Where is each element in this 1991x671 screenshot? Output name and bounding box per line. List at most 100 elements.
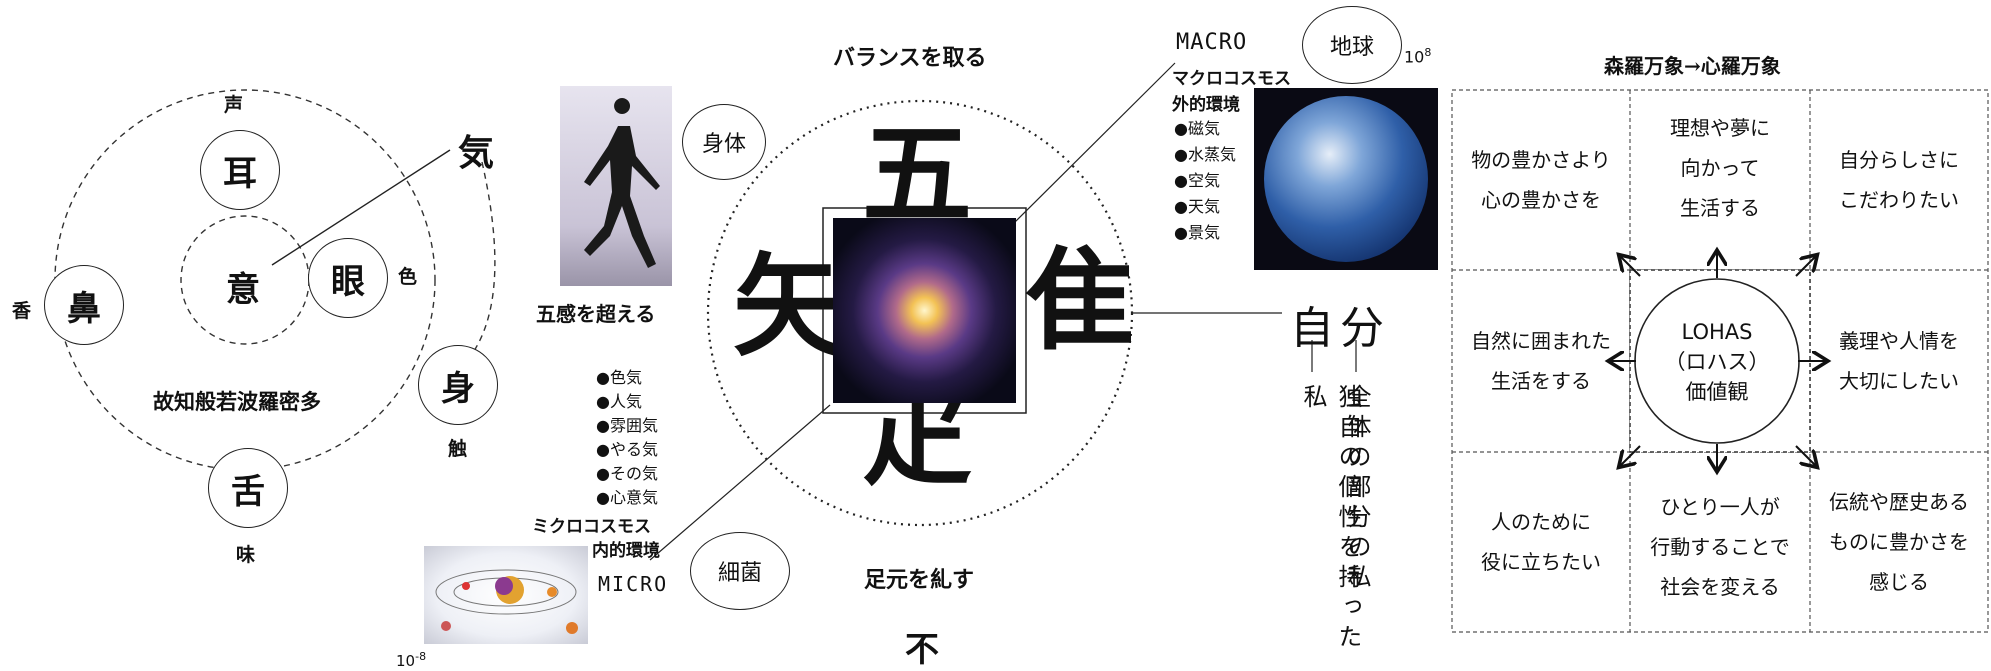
- outer-ki-item: ●磁気: [1174, 119, 1220, 138]
- cell-line: ものに豊かさを: [1829, 530, 1969, 554]
- object-color: 色: [398, 266, 418, 288]
- outer-ki-item: ●天気: [1174, 197, 1220, 216]
- macro-en-label: MACRO: [1176, 30, 1248, 55]
- sense-tongue-label: 舌: [231, 471, 265, 512]
- bubble-body-label: 身体: [701, 132, 746, 157]
- inner-ki-list: ●色気 ●人気 ●雰囲気 ●やる気 ●その気 ●心意気: [596, 366, 658, 510]
- cell-bot-right: 伝統や歴史あるものに豊かさを感じる: [1810, 452, 1988, 632]
- inner-ki-item: ●その気: [596, 464, 658, 483]
- cell-line: 生活する: [1680, 196, 1760, 220]
- inner-ki-item: ●人気: [596, 392, 642, 411]
- outer-ki-item: ●水蒸気: [1174, 145, 1236, 164]
- cell-line: こだわりたい: [1839, 188, 1959, 212]
- cell-bot-left: 人のために役に立ちたい: [1452, 452, 1630, 632]
- lohas-label: LOHAS （ロハス） 価値観: [1640, 300, 1794, 424]
- outer-ki-item: ●空気: [1174, 171, 1220, 190]
- walking-figure-icon: [584, 98, 660, 268]
- macro-jp-label: マクロコスモス: [1172, 69, 1291, 89]
- lohas-arrows: [1610, 252, 1826, 470]
- bubble-earth-label: 地球: [1329, 35, 1374, 60]
- bubble-bacteria: 細菌: [690, 532, 790, 610]
- cell-mid-left: 自然に囲まれた生活をする: [1452, 270, 1630, 452]
- cell-line: ひとり一人が: [1660, 495, 1780, 519]
- cell-top-left: 物の豊かさより心の豊かさを: [1452, 90, 1630, 270]
- sense-ear-label: 耳: [223, 153, 257, 194]
- micro-cosmos-image: [424, 546, 588, 644]
- grid-center-box: [1629, 269, 1811, 453]
- macro-scale: 108: [1404, 46, 1431, 66]
- object-scent: 香: [12, 300, 32, 322]
- cell-line: 役に立ちたい: [1481, 550, 1601, 574]
- bubble-body: 身体: [682, 104, 766, 180]
- sense-body-label: 身: [441, 368, 475, 409]
- micro-env-label: 内的環境: [592, 541, 660, 561]
- cell-line: 物の豊かさより: [1471, 148, 1611, 172]
- sense-eye-label: 眼: [331, 261, 365, 302]
- balance-caption: バランスを取る: [833, 45, 987, 71]
- outer-ki-list: ●磁気 ●水蒸気 ●空気 ●天気 ●景気: [1174, 116, 1236, 246]
- ki-label: 気: [458, 132, 495, 174]
- macro-env-label: 外的環境: [1172, 95, 1240, 115]
- cell-line: 伝統や歴史ある: [1829, 490, 1969, 514]
- ki-line: [271, 149, 451, 266]
- lohas-line: 価値観: [1685, 380, 1749, 404]
- sense-nose: 鼻: [44, 265, 124, 345]
- cell-line: 自然に囲まれた: [1471, 329, 1611, 353]
- bubble-bacteria-label: 細菌: [717, 561, 762, 586]
- sense-ear: 耳: [200, 130, 280, 210]
- self-whole-part: 全体の部分の私: [1343, 384, 1371, 594]
- object-voice: 声: [224, 94, 244, 116]
- cell-line: 社会を変える: [1660, 575, 1780, 599]
- macro-scale-exp: 8: [1424, 46, 1432, 59]
- micro-scale: 10-8: [396, 650, 426, 670]
- cell-line: 理想や夢に: [1670, 116, 1770, 140]
- earth-photo: [1254, 88, 1438, 270]
- cosmos-frame: [822, 207, 1027, 414]
- lohas-line: （ロハス）: [1664, 350, 1770, 374]
- macro-scale-base: 10: [1404, 47, 1425, 67]
- micro-jp-label: ミクロコスモス: [532, 517, 651, 537]
- self-title: 自分: [1290, 303, 1390, 354]
- sense-body: 身: [418, 345, 498, 425]
- cell-mid-right: 義理や人情を大切にしたい: [1810, 270, 1988, 452]
- micro-line: [649, 404, 831, 561]
- spiral-galaxy-image: [833, 218, 1016, 403]
- grid-frame: [1451, 89, 1989, 633]
- sense-eye: 眼: [308, 238, 388, 318]
- micro-scale-exp: -8: [415, 650, 427, 663]
- self-individual: 独自の個性を持った私: [1299, 384, 1362, 654]
- walking-figure-photo: [560, 86, 672, 286]
- cell-line: 生活をする: [1491, 369, 1591, 393]
- atom-model-icon: [435, 569, 578, 634]
- sutra-text: 故知般若波羅密多: [153, 389, 321, 414]
- outer-ki-item: ●景気: [1174, 223, 1220, 242]
- photo-caption: 五感を超える: [536, 302, 656, 326]
- sense-nose-label: 鼻: [67, 288, 101, 329]
- object-touch: 触: [448, 438, 468, 460]
- cell-line: 義理や人情を: [1839, 329, 1959, 353]
- cell-bot-center: ひとり一人が行動することで社会を変える: [1630, 452, 1810, 632]
- mind-label: 意: [226, 270, 260, 310]
- cell-top-right: 自分らしさにこだわりたい: [1810, 90, 1988, 270]
- macro-line: [1014, 62, 1176, 223]
- cell-line: 人のために: [1491, 510, 1591, 534]
- inner-ki-item: ●やる気: [596, 440, 658, 459]
- inner-ki-item: ●雰囲気: [596, 416, 658, 435]
- lohas-line: LOHAS: [1681, 320, 1753, 344]
- bubble-earth: 地球: [1302, 6, 1402, 84]
- foot-caption: 足元を糺す: [864, 567, 975, 593]
- micro-scale-base: 10: [396, 652, 416, 670]
- sense-tongue: 舌: [208, 448, 288, 528]
- big-char-left: 矢: [733, 242, 843, 371]
- bottom-char: 不: [905, 630, 939, 670]
- micro-en-label: MICRO: [598, 572, 669, 596]
- cell-line: 心の豊かさを: [1480, 188, 1601, 212]
- big-char-top: 五: [862, 110, 972, 239]
- inner-ki-item: ●心意気: [596, 488, 658, 507]
- cell-top-center: 理想や夢に向かって生活する: [1630, 90, 1810, 270]
- cell-line: 自分らしさに: [1839, 148, 1959, 172]
- cell-line: 向かって: [1680, 156, 1760, 180]
- earth-globe: [1264, 96, 1428, 262]
- object-taste: 味: [236, 544, 256, 566]
